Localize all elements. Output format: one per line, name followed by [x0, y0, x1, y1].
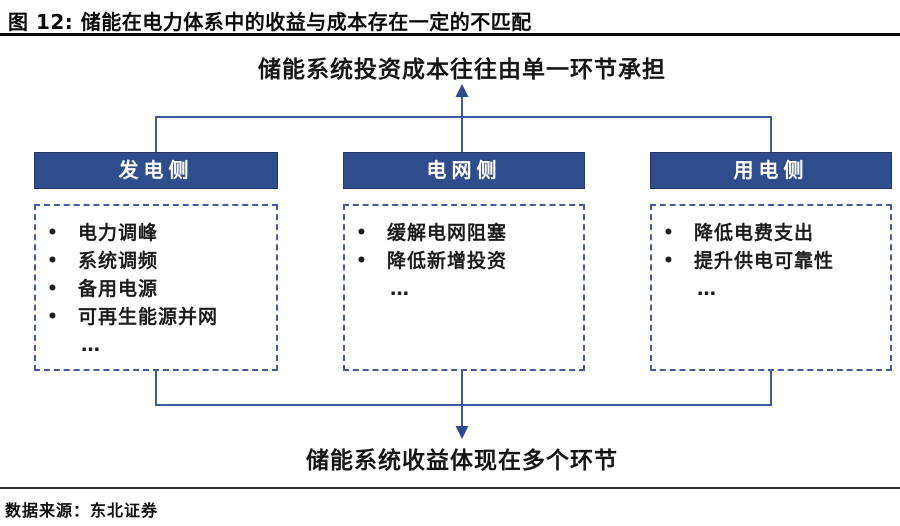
- list-item: • 降低新增投资: [356, 247, 583, 275]
- list-item: • 系统调频: [47, 247, 276, 275]
- benefit-text: 缓解电网阻塞: [387, 222, 508, 244]
- consumption-benefits-list: • 降低电费支出 • 提升供电可靠性 …: [652, 219, 890, 303]
- bullet-icon: •: [47, 251, 59, 271]
- list-item: • 电力调峰: [47, 219, 276, 247]
- bullet-icon: •: [356, 223, 368, 243]
- ellipsis-text: …: [390, 278, 410, 300]
- consumption-side-header: 用电侧: [650, 152, 892, 189]
- bullet-icon: •: [663, 223, 675, 243]
- list-item: • 提升供电可靠性: [663, 247, 890, 275]
- grid-side-header: 电网侧: [343, 152, 585, 189]
- bullet-icon: •: [47, 279, 59, 299]
- consumption-side-label: 用电侧: [733, 158, 809, 182]
- generation-side-header: 发电侧: [34, 152, 278, 189]
- benefit-text: 降低电费支出: [694, 222, 815, 244]
- bullet-icon: •: [47, 223, 59, 243]
- data-source-text: 数据来源：东北证券: [5, 501, 159, 520]
- generation-side-label: 发电侧: [118, 158, 194, 182]
- grid-benefits-box: • 缓解电网阻塞 • 降低新增投资 …: [343, 204, 585, 371]
- consumption-benefits-box: • 降低电费支出 • 提升供电可靠性 …: [650, 204, 892, 371]
- list-item: • 可再生能源并网: [47, 303, 276, 331]
- ellipsis-item: …: [47, 331, 276, 359]
- ellipsis-item: …: [663, 275, 890, 303]
- ellipsis-text: …: [697, 278, 717, 300]
- benefit-text: 系统调频: [78, 250, 159, 272]
- generation-benefits-list: • 电力调峰 • 系统调频 • 备用电源 • 可再生能源并网 …: [36, 219, 276, 359]
- footer-divider: [0, 487, 900, 489]
- benefit-text: 可再生能源并网: [78, 306, 219, 328]
- benefit-text: 提升供电可靠性: [694, 250, 835, 272]
- bullet-icon: •: [663, 251, 675, 271]
- bullet-icon: •: [356, 251, 368, 271]
- benefit-text: 电力调峰: [78, 222, 159, 244]
- figure-title: 图 12: 储能在电力体系中的收益与成本存在一定的不匹配: [8, 10, 532, 34]
- ellipsis-item: …: [356, 275, 583, 303]
- benefit-text: 备用电源: [78, 278, 159, 300]
- list-item: • 备用电源: [47, 275, 276, 303]
- arrow-up-icon: [455, 84, 469, 97]
- grid-side-label: 电网侧: [426, 158, 502, 182]
- top-bracket-line: [155, 116, 772, 152]
- generation-benefits-box: • 电力调峰 • 系统调频 • 备用电源 • 可再生能源并网 …: [34, 204, 278, 371]
- benefit-multi-link-label: 储能系统收益体现在多个环节: [306, 448, 618, 474]
- title-underline: [0, 33, 900, 36]
- benefit-text: 降低新增投资: [387, 250, 508, 272]
- bottom-bracket-line: [155, 371, 772, 406]
- list-item: • 降低电费支出: [663, 219, 890, 247]
- grid-benefits-list: • 缓解电网阻塞 • 降低新增投资 …: [345, 219, 583, 303]
- list-item: • 缓解电网阻塞: [356, 219, 583, 247]
- ellipsis-text: …: [81, 334, 101, 356]
- cost-single-link-label: 储能系统投资成本往往由单一环节承担: [258, 57, 666, 83]
- arrow-down-icon: [455, 426, 469, 439]
- bullet-icon: •: [47, 307, 59, 327]
